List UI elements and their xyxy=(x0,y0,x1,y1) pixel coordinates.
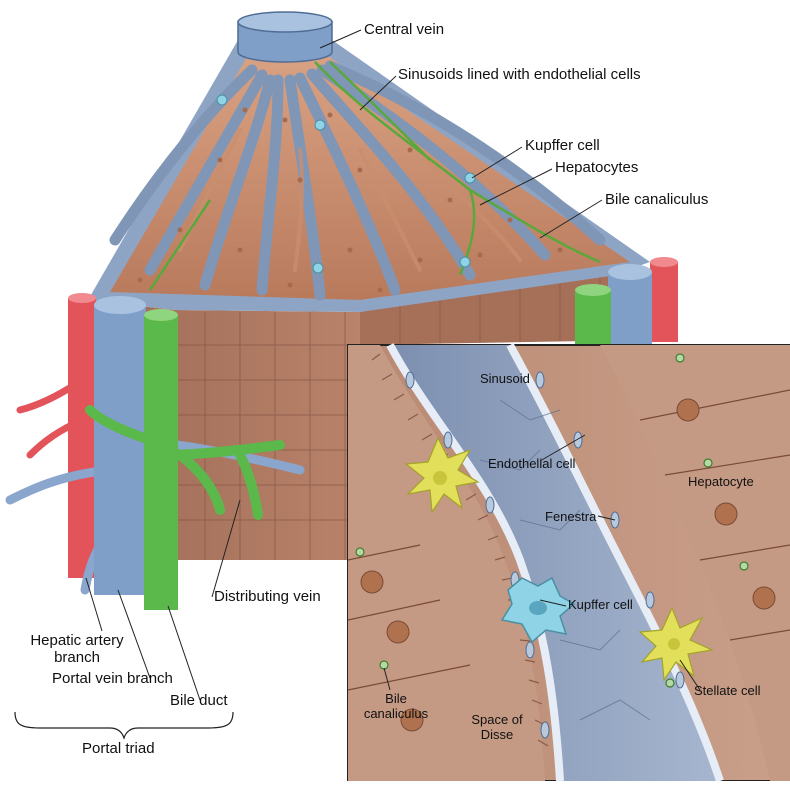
label-sinusoids: Sinusoids lined with endothelial cells xyxy=(398,66,641,83)
inset-label-stellate-cell: Stellate cell xyxy=(694,684,760,699)
inset-label-space-of-disse: Space of Disse xyxy=(462,713,532,743)
inset-label-sinusoid: Sinusoid xyxy=(480,372,530,387)
inset-label-bile-canaliculus: Bile canaliculus xyxy=(356,692,436,722)
inset-label-hepatocyte: Hepatocyte xyxy=(688,475,754,490)
portal-triad-brace xyxy=(15,712,233,738)
label-portal-vein-branch: Portal vein branch xyxy=(52,670,173,687)
inset-label-bile-canaliculus-line1: Bile xyxy=(356,692,436,707)
inset-label-endothelial-cell: Endothelial cell xyxy=(488,457,575,472)
label-bile-duct: Bile duct xyxy=(170,692,228,709)
inset-label-kupffer-cell: Kupffer cell xyxy=(568,598,633,613)
label-bile-canaliculus: Bile canaliculus xyxy=(605,191,708,208)
label-distributing-vein: Distributing vein xyxy=(214,588,321,605)
inset-label-fenestra: Fenestra xyxy=(545,510,596,525)
central-vein xyxy=(238,12,332,62)
label-kupffer-cell: Kupffer cell xyxy=(525,137,600,154)
label-portal-triad: Portal triad xyxy=(82,740,155,757)
inset-label-bile-canaliculus-line2: canaliculus xyxy=(356,707,436,722)
label-hepatic-artery-branch: Hepatic artery branch xyxy=(22,632,132,667)
label-hepatic-artery-branch-line1: Hepatic artery xyxy=(22,632,132,649)
inset-label-space-of-disse-line2: Disse xyxy=(462,728,532,743)
inset-label-space-of-disse-line1: Space of xyxy=(462,713,532,728)
label-central-vein: Central vein xyxy=(364,21,444,38)
label-hepatic-artery-branch-line2: branch xyxy=(22,649,132,666)
label-hepatocytes: Hepatocytes xyxy=(555,159,638,176)
